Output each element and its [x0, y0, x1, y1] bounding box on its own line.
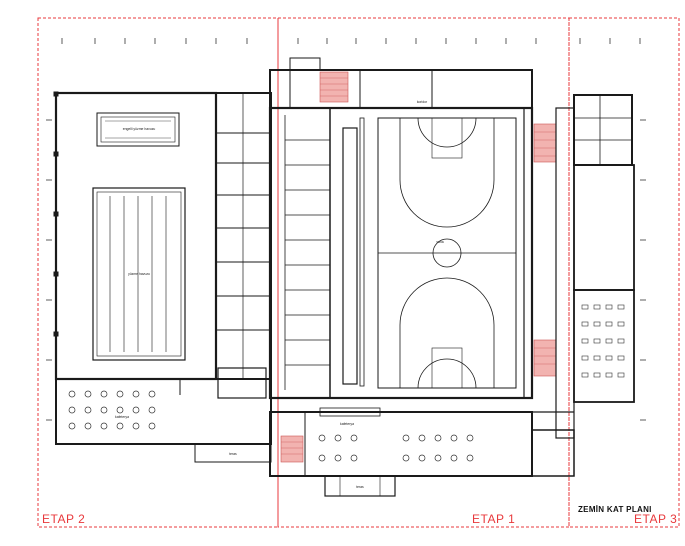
- etap-2-boundary: [37, 17, 279, 528]
- top-service-band: [269, 69, 533, 109]
- etap-boundaries: [37, 17, 680, 528]
- main-pool: [92, 187, 186, 361]
- etap-2-building: [53, 91, 272, 463]
- fitness-equipment: [581, 304, 625, 378]
- etap-1-boundary: [277, 17, 570, 528]
- tribune-strip-2: [359, 117, 365, 387]
- cafe-tables-center: [318, 434, 474, 462]
- right-corridor: [555, 107, 575, 439]
- right-top-block: [573, 94, 633, 166]
- label-terrace-center: teras: [356, 485, 364, 489]
- cafe-center: [269, 411, 533, 477]
- etap-2-label: ETAP 2: [42, 512, 86, 526]
- fitness-area: [573, 289, 635, 403]
- pool-hall-outline: [54, 91, 218, 381]
- grid-ticks-top: [61, 38, 641, 44]
- stair-top-center: [319, 71, 349, 103]
- cafe-tables-left: [68, 390, 156, 430]
- etap-3-boundary: [568, 17, 680, 528]
- stair-treads: [281, 77, 556, 455]
- label-court: saha: [436, 240, 443, 244]
- stair-right-lower: [533, 339, 557, 377]
- label-pool-small: engelli yüzme havuzu: [123, 127, 156, 131]
- stair-right-upper: [533, 123, 557, 163]
- label-cafe-left: kafeterya: [115, 415, 129, 419]
- stair-highlights: [280, 71, 557, 463]
- locker-block-left: [215, 92, 272, 380]
- etap-1-label: ETAP 1: [472, 512, 516, 526]
- room-labels: saha yüzme havuzu engelli yüzme havuzu k…: [115, 100, 444, 489]
- cafe-left: [55, 378, 272, 445]
- tribune-strip-1: [342, 127, 358, 385]
- etap-3-label: ETAP 3: [634, 512, 678, 526]
- main-entrance: [324, 475, 396, 497]
- etap-1-building: [268, 57, 534, 497]
- small-pool: [96, 112, 180, 147]
- etap-3-building: [531, 94, 635, 477]
- label-cafe-center: kafeterya: [340, 422, 354, 426]
- grid-ticks-side: [46, 119, 646, 421]
- sheet-title: ZEMİN KAT PLANI: [578, 505, 652, 514]
- label-corridor-top: koridor: [417, 100, 428, 104]
- right-hall: [573, 164, 635, 291]
- stair-bottom-left: [280, 435, 304, 463]
- label-pool-main: yüzme havuzu: [128, 272, 150, 276]
- label-terrace-left: teras: [229, 452, 237, 456]
